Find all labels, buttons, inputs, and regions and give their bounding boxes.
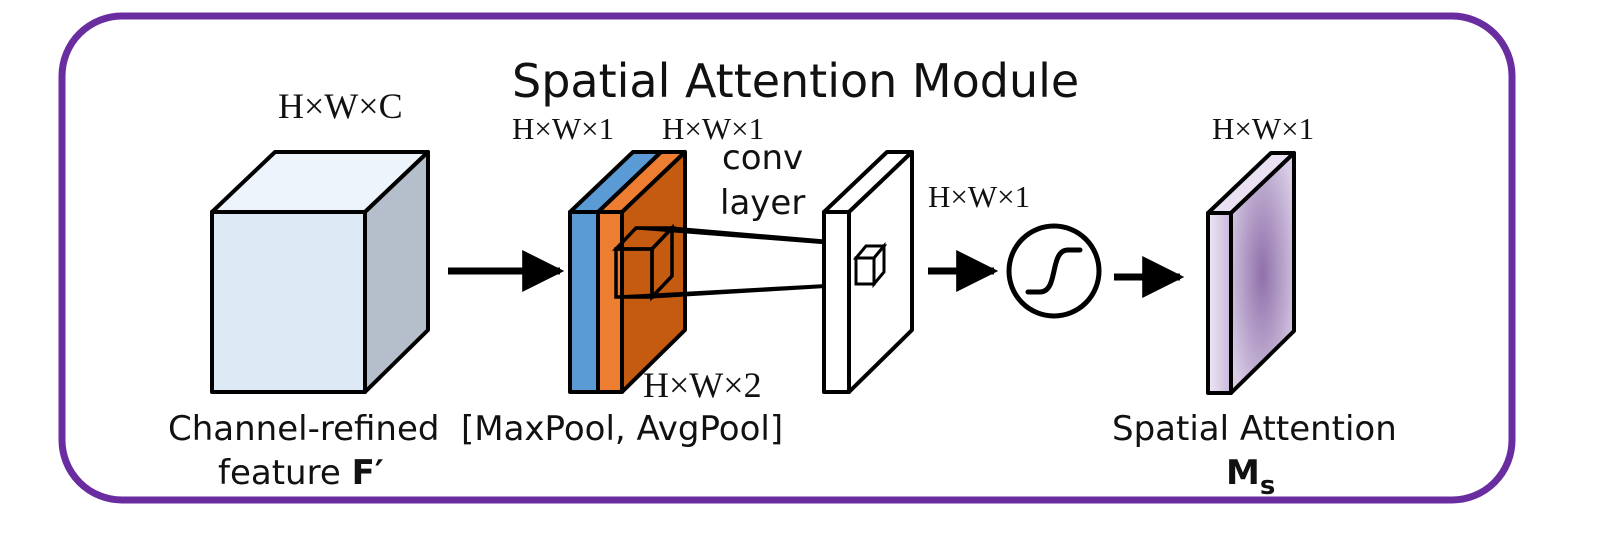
conv-slab-front — [822, 210, 851, 394]
sigmoid-icon — [1006, 223, 1102, 319]
module-frame — [58, 12, 1516, 504]
output-symbol: Ms — [1226, 453, 1275, 501]
input-label-line1: Channel-refined — [168, 409, 439, 449]
conv-dims: H×W×1 — [928, 179, 1030, 214]
output-label-line1: Spatial Attention — [1112, 409, 1397, 449]
concat-dims: H×W×2 — [643, 365, 762, 405]
avgpool-dims: H×W×1 — [662, 111, 764, 146]
spatial-attention-map — [1206, 151, 1296, 395]
output-symbol-subscript: s — [1260, 471, 1275, 501]
module-title: Spatial Attention Module — [512, 54, 1079, 108]
output-symbol-M: M — [1226, 453, 1260, 493]
maxpool-front-face — [568, 210, 600, 394]
maxpool-dims: H×W×1 — [512, 111, 614, 146]
conv-label-line2: layer — [720, 183, 805, 223]
input-symbol-F: F′ — [352, 453, 384, 493]
avgpool-front-face — [596, 210, 624, 394]
pool-label: [MaxPool, AvgPool] — [461, 409, 783, 449]
pooled-slabs — [568, 150, 687, 394]
input-dims: H×W×C — [278, 86, 403, 126]
conv-label-line1: conv — [722, 138, 803, 178]
input-label-line2: feature F′ — [218, 453, 384, 493]
attention-front-face — [1206, 211, 1233, 395]
input-feature-cube — [210, 150, 430, 394]
output-dims: H×W×1 — [1212, 111, 1314, 146]
cube-front-face — [210, 210, 367, 394]
kernel-cube-small — [852, 241, 888, 289]
input-label-feature: feature — [218, 453, 352, 493]
